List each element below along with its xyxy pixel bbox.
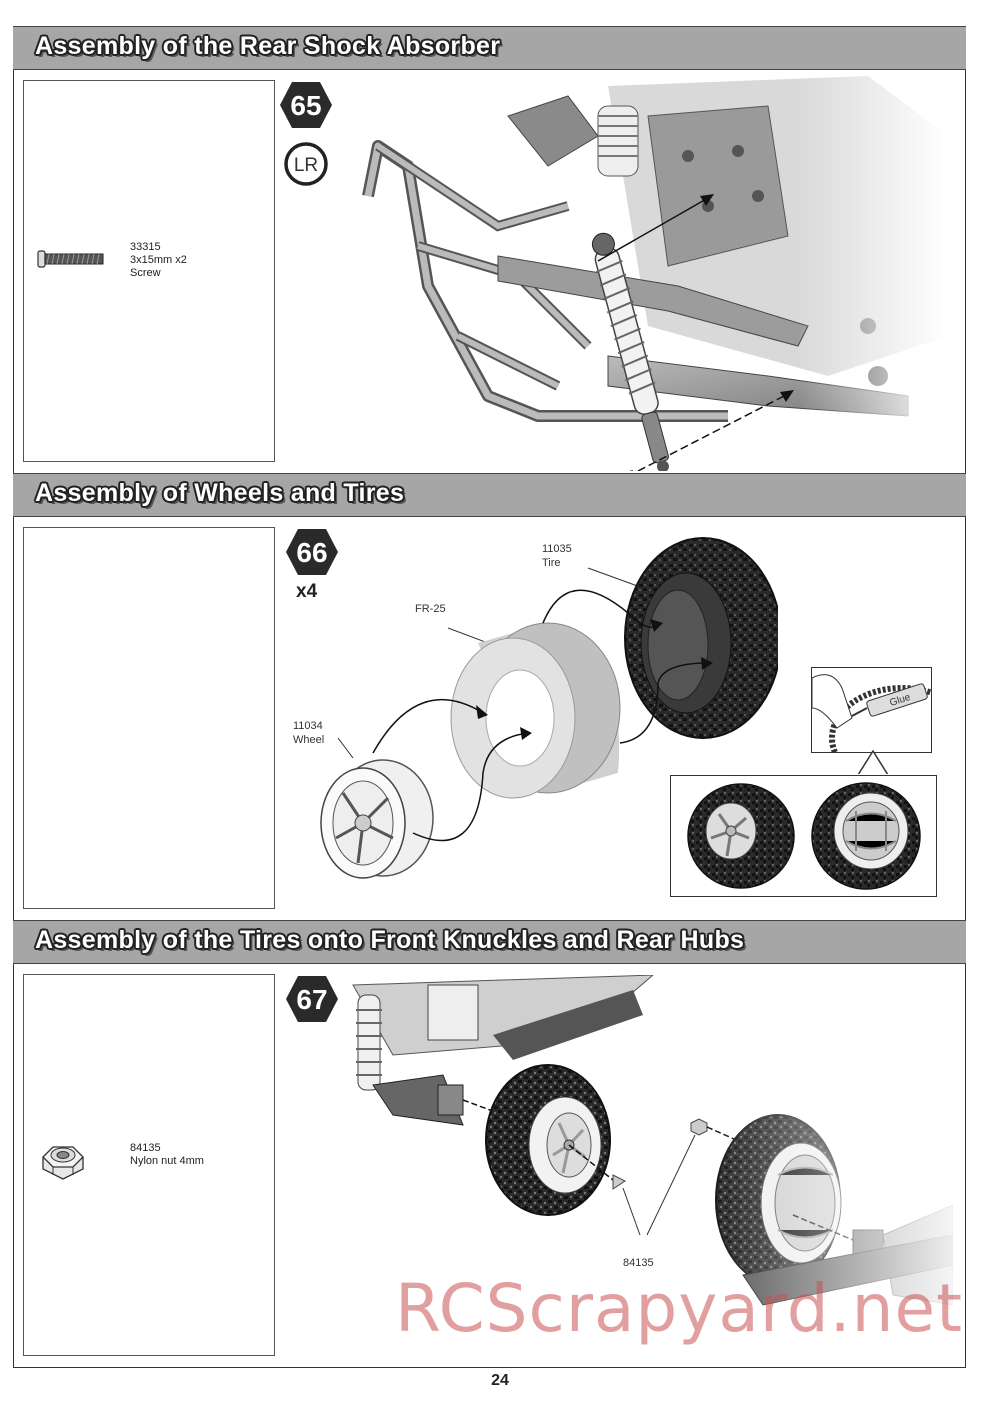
watermark: RCScrapyard.net	[395, 1270, 963, 1347]
tires-to-hubs-illustration	[333, 975, 953, 1360]
screw-icon	[37, 250, 104, 268]
wheel-name: Wheel	[293, 734, 325, 746]
part-number: 84135	[130, 1142, 161, 1154]
nut-callout-label: 84135	[623, 1257, 654, 1269]
part-desc: 3x15mm x2	[130, 254, 187, 266]
section-title: Assembly of Wheels and Tires	[35, 479, 405, 507]
step-badge: 67	[286, 976, 338, 1022]
parts-box: 84135 Nylon nut 4mm	[23, 974, 275, 1356]
parts-box: 33315 3x15mm x2 Screw	[23, 80, 275, 462]
step-number: 66	[296, 537, 327, 568]
parts-box	[23, 527, 275, 909]
step-number: 65	[290, 90, 321, 121]
finished-wheels-inset	[670, 775, 937, 897]
quantity-multiplier: x4	[296, 581, 318, 602]
side-badge: LR	[284, 142, 328, 186]
finished-wheels-illustration	[687, 782, 921, 890]
part-label: 33315 3x15mm x2 Screw	[130, 241, 187, 280]
step-badge: 65	[280, 82, 332, 128]
section-tires-to-hubs: Assembly of the Tires onto Front Knuckle…	[13, 920, 966, 1368]
section-rear-shock: Assembly of the Rear Shock Absorber 3331…	[13, 26, 966, 473]
wheel-tire-illustration	[320, 537, 778, 879]
part-desc: Nylon nut 4mm	[130, 1155, 204, 1167]
part-label: 84135 Nylon nut 4mm	[130, 1142, 204, 1168]
section-header: Assembly of the Tires onto Front Knuckle…	[13, 920, 966, 964]
part-name: Screw	[130, 267, 161, 279]
section-header: Assembly of Wheels and Tires	[13, 473, 966, 517]
section-header: Assembly of the Rear Shock Absorber	[13, 26, 966, 70]
page-number: 24	[491, 1372, 509, 1389]
tire-number: 11035	[542, 543, 572, 555]
section-wheels-tires: Assembly of Wheels and Tires 66 x4 11035…	[13, 473, 966, 920]
wheel-number: 11034	[293, 720, 323, 732]
insert-label: FR-25	[415, 603, 446, 615]
part-number: 33315	[130, 241, 161, 253]
wheel-label: 11034 Wheel	[293, 719, 324, 747]
step-number: 67	[296, 984, 327, 1015]
section-title: Assembly of the Tires onto Front Knuckle…	[35, 926, 745, 954]
rear-shock-illustration	[348, 76, 948, 471]
glue-inset: Glue	[811, 667, 932, 753]
section-title: Assembly of the Rear Shock Absorber	[35, 32, 501, 60]
tire-label: 11035 Tire	[542, 542, 572, 570]
glue-hand-illustration: Glue	[812, 674, 931, 752]
step-badge: 66	[286, 529, 338, 575]
tire-name: Tire	[542, 557, 561, 569]
nylon-nut-icon	[42, 1146, 84, 1180]
side-badge-text: LR	[294, 155, 318, 176]
